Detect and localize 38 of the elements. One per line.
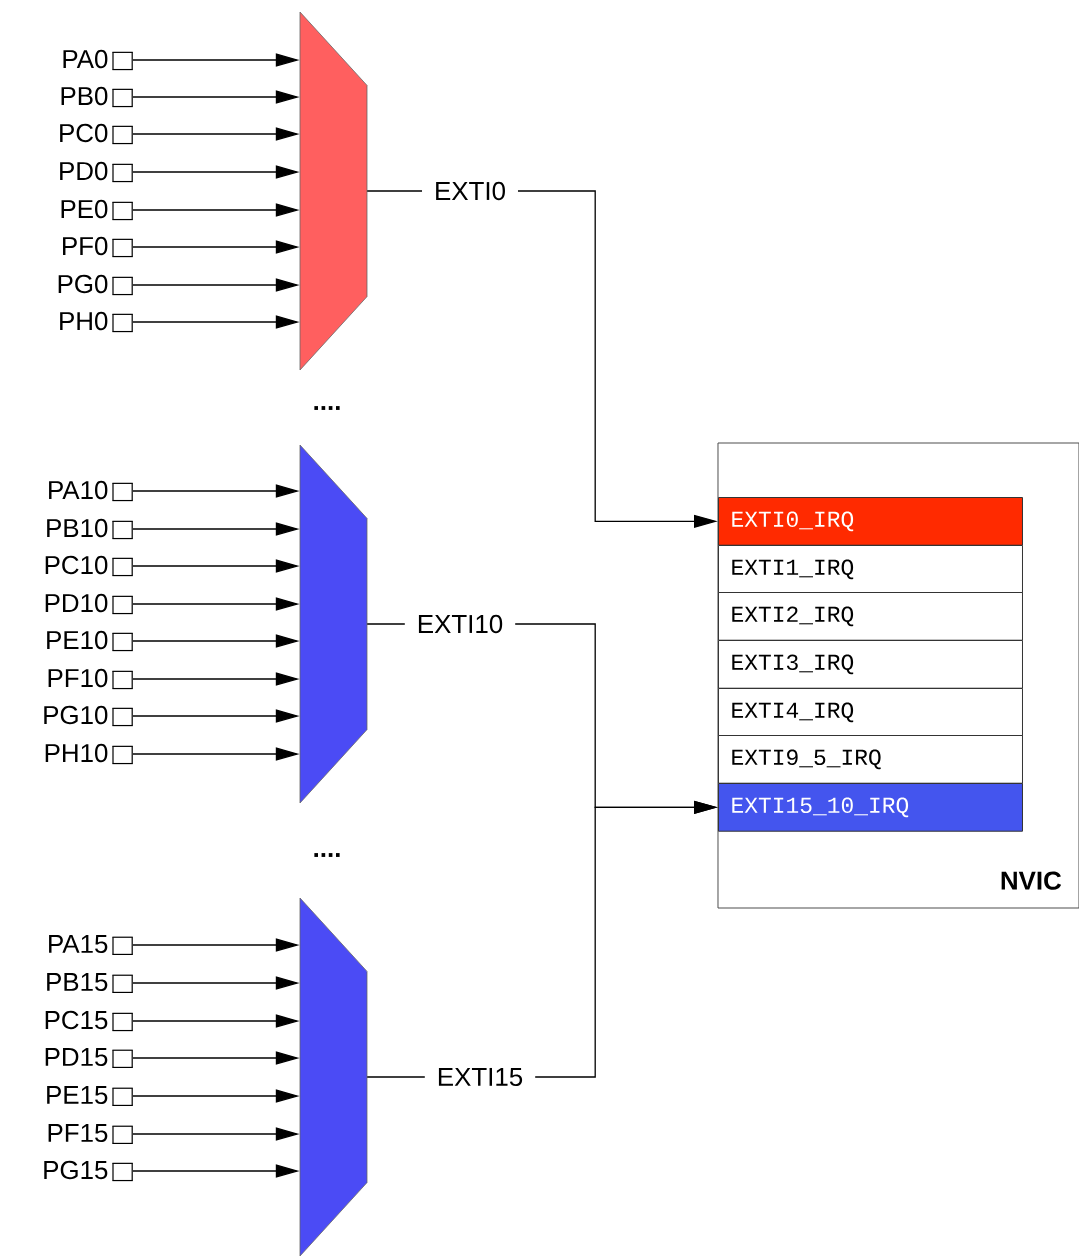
multiplexer <box>299 897 368 1256</box>
pin-label: PD0 <box>60 161 134 183</box>
pin-label: PG10 <box>44 705 134 727</box>
interrupt-row: EXTI2_IRQ <box>718 592 1023 641</box>
pin-label: PG15 <box>44 1160 134 1182</box>
pin-label: PD10 <box>45 593 134 615</box>
pin-label: PG0 <box>58 274 134 296</box>
edge-label: EXTI0 <box>422 179 518 203</box>
pin-label: PB0 <box>61 86 134 108</box>
pin-label: PB10 <box>47 518 134 540</box>
pin-label: PA10 <box>49 480 134 502</box>
edge-label: EXTI15 <box>424 1065 536 1089</box>
interrupt-row: EXTI9_5_IRQ <box>718 735 1023 784</box>
pin-label: PE0 <box>61 199 134 221</box>
pin-label: PF10 <box>48 668 134 690</box>
pin-label: PH10 <box>45 743 134 765</box>
interrupt-row: EXTI1_IRQ <box>718 545 1023 594</box>
pin-label: PD15 <box>45 1048 134 1068</box>
pin-label: PF0 <box>63 236 134 258</box>
pin-label: PE10 <box>47 630 134 652</box>
pin-label: PC15 <box>45 1010 134 1032</box>
pin-label: PC0 <box>60 123 134 145</box>
pin-label: PC10 <box>45 555 134 577</box>
multiplexer <box>299 444 368 804</box>
multiplexer <box>299 11 368 371</box>
ellipsis: .... <box>314 853 340 857</box>
edge-label: EXTI10 <box>404 612 516 636</box>
pin-label: PF15 <box>48 1124 134 1144</box>
pin-label: PH0 <box>60 311 134 333</box>
pin-label: PA0 <box>63 49 134 71</box>
interrupt-row: EXTI15_10_IRQ <box>718 783 1023 832</box>
interrupt-row: EXTI3_IRQ <box>718 640 1023 689</box>
pin-label: PA15 <box>49 935 134 955</box>
interrupt-row: EXTI4_IRQ <box>718 688 1023 737</box>
pin-label: PE15 <box>47 1086 134 1106</box>
pin-label: PB15 <box>47 973 134 993</box>
ellipsis: .... <box>314 406 340 410</box>
interrupt-row: EXTI0_IRQ <box>718 497 1023 546</box>
